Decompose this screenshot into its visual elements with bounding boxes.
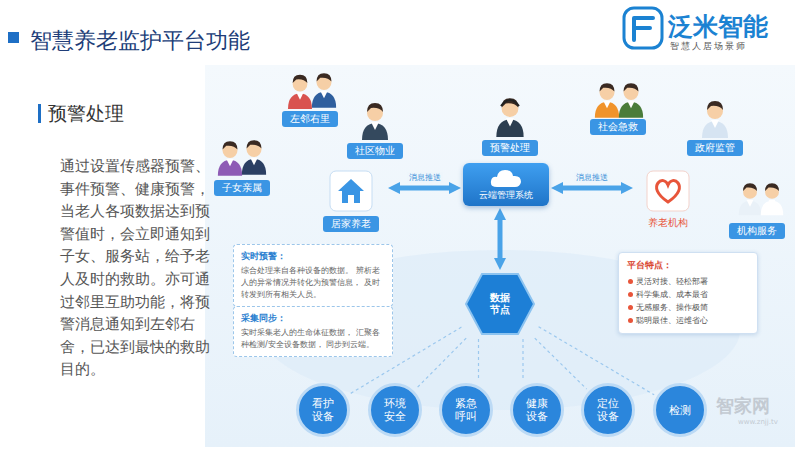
slide-title: 智慧养老监护平台功能 <box>30 26 250 56</box>
device-circle: 检测 <box>653 383 707 437</box>
people-figures <box>218 73 783 215</box>
data-node-hexagon: 数据节点 <box>464 272 536 336</box>
node-label: 社会急救 <box>590 119 646 135</box>
dashed-link <box>535 338 587 389</box>
node-label: 机构服务 <box>729 223 785 239</box>
node-body: 综合处理来自各种设备的数据。 辨析老人的异常情况并转化为预警信息， 及时转发到所… <box>241 265 385 301</box>
node-label: 健康设备 <box>525 397 549 423</box>
edge-label: 消息推送 <box>407 172 443 183</box>
role-tag: 机构服务 <box>729 219 785 239</box>
node-body: 无感服务、操作极简 <box>627 301 749 314</box>
edge-label: 消息推送 <box>574 172 610 183</box>
brand-slogan: 智慧人居场景师 <box>670 40 747 53</box>
role-tag: 政府监管 <box>687 136 743 156</box>
house-icon <box>329 170 373 212</box>
watermark-url: www.znjj.tv <box>738 418 778 426</box>
institution-node: 养老机构 <box>635 170 701 230</box>
dashed-link <box>522 339 523 380</box>
brand-name: 泛米智能 <box>668 10 768 43</box>
device-circle: 环境安全 <box>368 383 422 437</box>
section-heading: 预警处理 <box>48 101 124 127</box>
headset <box>501 100 519 106</box>
heading-bar <box>38 104 41 123</box>
node-body: 实时采集老人的生命体征数据， 汇聚各种检测/安全设备数据， 同步到云端。 <box>241 327 385 351</box>
node-label: 居家养老 <box>323 216 379 232</box>
node-label: 环境安全 <box>383 397 407 423</box>
watermark: 智家网 <box>716 394 770 418</box>
feature-box: 平台特点： 灵活对接、轻松部署科学集成、成本最省无感服务、操作极简聪明最佳、运维省… <box>618 252 758 334</box>
logo-mark <box>624 8 662 48</box>
node-label: 采集同步： <box>241 312 385 325</box>
node-label: 紧急呼叫 <box>454 397 478 423</box>
title-bullet <box>8 32 19 43</box>
node-label: 检测 <box>668 404 692 417</box>
node-label: 左邻右里 <box>282 111 338 127</box>
push-arrow <box>563 186 621 191</box>
dashed-link <box>416 338 466 389</box>
cloud-system-box: 云端管理系统 <box>463 163 549 206</box>
node-body: 科学集成、成本最省 <box>627 288 749 301</box>
node-label: 云端管理系统 <box>479 189 533 202</box>
node-label: 政府监管 <box>687 140 743 156</box>
callout-box: 实时预警： 综合处理来自各种设备的数据。 辨析老人的异常情况并转化为预警信息， 及… <box>233 244 393 307</box>
diagram-panel <box>205 65 795 447</box>
device-circle: 定位设备 <box>581 383 635 437</box>
node-label: 数据节点 <box>488 292 512 316</box>
role-tag: 社会急救 <box>590 115 646 135</box>
device-circle: 健康设备 <box>510 383 564 437</box>
role-tag: 子女亲属 <box>214 176 270 196</box>
role-tag: 社区物业 <box>347 139 403 159</box>
node-body: 灵活对接、轻松部署 <box>627 275 749 288</box>
node-label: 子女亲属 <box>214 180 270 196</box>
node-label: 社区物业 <box>347 143 403 159</box>
home-care-node: 居家养老 <box>316 170 386 232</box>
section-body: 通过设置传感器预警、事件预警、健康预警，当老人各项数据达到预警值时，会立即通知到… <box>60 155 210 381</box>
node-label: 看护设备 <box>311 397 335 423</box>
push-arrow <box>400 186 449 191</box>
heart-icon <box>646 170 690 212</box>
dashed-link <box>478 339 479 380</box>
node-label: 实时预警： <box>241 250 385 263</box>
node-label: 定位设备 <box>596 397 620 423</box>
device-circle: 看护设备 <box>296 383 350 437</box>
role-tag: 预警处理 <box>482 136 538 156</box>
role-tag: 左邻右里 <box>282 107 338 127</box>
node-label: 预警处理 <box>482 140 538 156</box>
node-label: 养老机构 <box>648 216 688 230</box>
node-label: 平台特点： <box>627 259 749 272</box>
node-body: 聪明最佳、运维省心 <box>627 314 749 327</box>
cloud-icon <box>489 167 523 189</box>
device-circle: 紧急呼叫 <box>439 383 493 437</box>
push-arrow <box>498 220 503 258</box>
callout-box: 采集同步： 实时采集老人的生命体征数据， 汇聚各种检测/安全设备数据， 同步到云端… <box>233 306 393 357</box>
